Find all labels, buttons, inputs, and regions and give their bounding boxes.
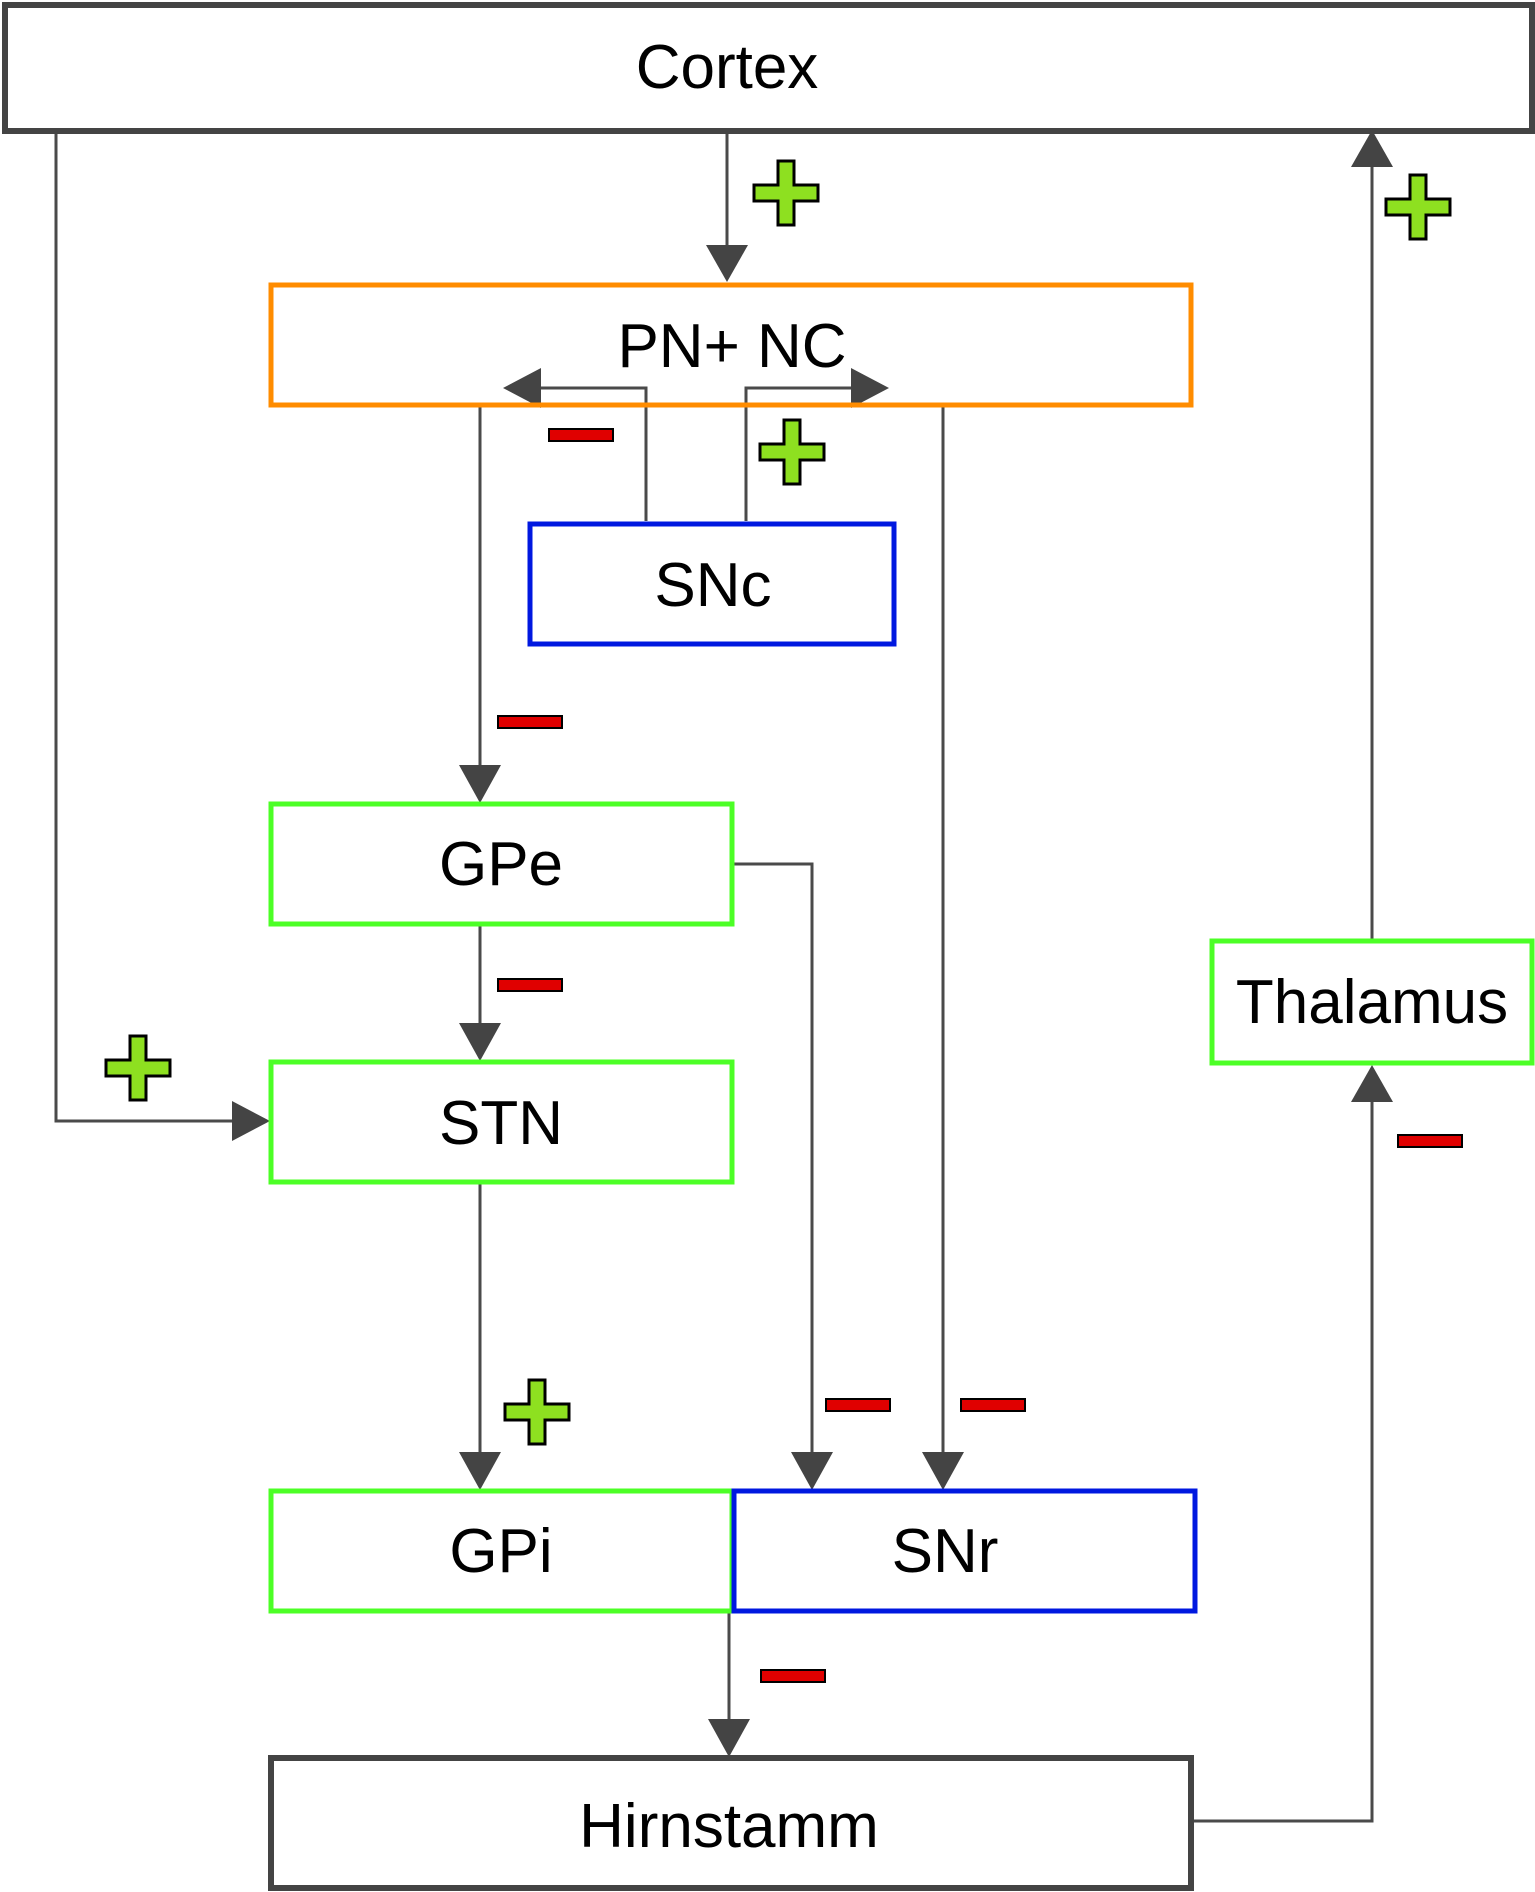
- edge-gpe-to-snr: [733, 862, 814, 1456]
- node-cortex-box: [2, 2, 1535, 134]
- minus-sign-gpe-to-snr: [825, 1398, 891, 1412]
- node-snc-box: [527, 521, 897, 647]
- node-thalamus: Thalamus: [1209, 938, 1535, 1066]
- arrowhead-pn-nc-to-snr: [922, 1452, 964, 1490]
- node-snc-label: SNc: [654, 551, 771, 620]
- node-hirnstamm: Hirnstamm: [268, 1755, 1194, 1891]
- plus-sign-snc-to-pn-nc: [758, 418, 826, 486]
- edge-snc-to-pn-nc-right: [744, 386, 855, 521]
- minus-sign-pn-nc-to-gpe: [497, 715, 563, 729]
- node-hirnstamm-label: Hirnstamm: [579, 1792, 879, 1861]
- plus-sign-thalamus-to-cortex: [1384, 173, 1452, 241]
- arrowhead-pn-nc-to-gpe: [459, 765, 501, 803]
- edge-snc-to-pn-nc-left: [537, 386, 648, 521]
- node-snc: SNc: [527, 521, 897, 647]
- minus-sign-gpe-to-stn: [497, 978, 563, 992]
- node-gpe-box: [268, 801, 735, 927]
- node-pn-nc-box: [268, 282, 1194, 408]
- minus-sign-snc-to-pn-nc: [548, 428, 614, 442]
- node-pn-nc: PN+ NC: [268, 282, 1194, 408]
- node-thalamus-label: Thalamus: [1236, 968, 1508, 1037]
- plus-sign-cortex-to-stn: [104, 1034, 172, 1102]
- arrowhead-cortex-to-stn: [232, 1101, 270, 1141]
- plus-sign-cortex-to-pn-nc: [752, 159, 820, 227]
- node-snr-label: SNr: [892, 1517, 999, 1586]
- edge-hirnstamm-to-thalamus: [1193, 1100, 1374, 1823]
- node-gpi: GPi: [268, 1488, 735, 1614]
- plus-sign-stn-to-gpi: [503, 1378, 571, 1446]
- arrowhead-snc-to-pn-nc-right: [851, 368, 889, 408]
- arrowhead-thalamus-to-cortex: [1351, 130, 1393, 167]
- node-gpe: GPe: [268, 801, 735, 927]
- node-snr-box: [731, 1488, 1198, 1614]
- node-stn-box: [268, 1059, 735, 1185]
- edge-cortex-to-stn: [54, 133, 236, 1123]
- arrowhead-cortex-to-pn-nc: [706, 245, 748, 282]
- node-pn-nc-label: PN+ NC: [617, 312, 846, 381]
- arrowhead-stn-to-gpi: [459, 1452, 501, 1490]
- node-stn-label: STN: [439, 1089, 563, 1158]
- arrowhead-snc-to-pn-nc-left: [503, 368, 541, 408]
- minus-sign-hirnstamm-to-thalamus: [1397, 1134, 1463, 1148]
- arrowhead-gpe-to-snr: [791, 1452, 833, 1490]
- node-gpe-label: GPe: [439, 830, 563, 899]
- node-stn: STN: [268, 1059, 735, 1185]
- minus-sign-pn-nc-to-snr: [960, 1398, 1026, 1412]
- arrowhead-gpi-snr-to-hirnstamm: [708, 1719, 750, 1757]
- arrowhead-hirnstamm-to-thalamus: [1351, 1065, 1393, 1102]
- node-gpi-label: GPi: [449, 1517, 552, 1586]
- node-cortex: Cortex: [2, 2, 1535, 134]
- minus-sign-gpi-snr-to-hirnstamm: [760, 1669, 826, 1683]
- node-cortex-label: Cortex: [636, 33, 819, 102]
- node-hirnstamm-box: [268, 1755, 1194, 1891]
- node-thalamus-box: [1209, 938, 1535, 1066]
- node-snr: SNr: [731, 1488, 1198, 1614]
- arrowhead-gpe-to-stn: [459, 1023, 501, 1061]
